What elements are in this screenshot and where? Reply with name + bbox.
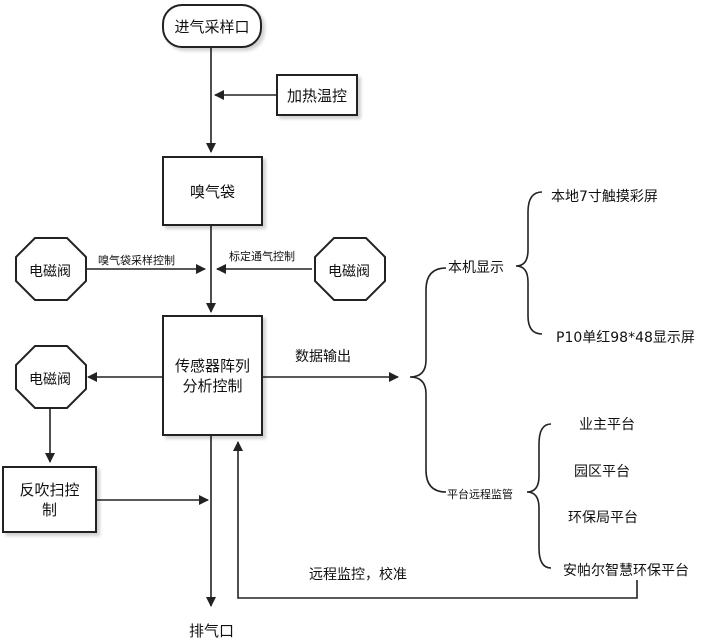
local-item-led-panel: P10单红98*48显示屏 xyxy=(556,330,695,346)
backflush-node: 反吹扫控 制 xyxy=(2,466,97,533)
edge-remote-feedback xyxy=(233,441,638,599)
edge-label-calibration-air: 标定通气控制 xyxy=(229,250,295,263)
remote-item-park: 园区平台 xyxy=(574,464,630,480)
sensor-array-node: 传感器阵列 分析控制 xyxy=(162,315,263,436)
backflush-label-line1: 反吹扫控 xyxy=(19,480,80,499)
edge-label-data-output: 数据输出 xyxy=(295,349,351,365)
remote-monitor-label: 平台远程监管 xyxy=(447,488,513,501)
intake-node: 进气采样口 xyxy=(162,4,262,48)
local-display-label: 本机显示 xyxy=(448,260,504,276)
valve-left-top-node xyxy=(15,237,87,301)
backflush-label-line2: 制 xyxy=(41,500,57,519)
brace-local xyxy=(515,191,543,335)
exhaust-label: 排气口 xyxy=(189,622,235,640)
remote-item-epb: 环保局平台 xyxy=(568,510,638,526)
valve-left-top-label: 电磁阀 xyxy=(29,264,71,280)
brace-output xyxy=(409,267,447,493)
valve-left-mid-node xyxy=(15,345,87,409)
odor-bag-label: 嗅气袋 xyxy=(189,182,235,201)
valve-right-top-node xyxy=(314,237,386,301)
heating-node: 加热温控 xyxy=(276,74,358,116)
local-item-touchscreen: 本地7寸触摸彩屏 xyxy=(551,189,658,205)
valve-right-top-label: 电磁阀 xyxy=(328,264,370,280)
valve-left-mid-label: 电磁阀 xyxy=(29,372,71,388)
edge-label-odor-bag-sampling: 嗅气袋采样控制 xyxy=(98,254,175,267)
remote-item-smart-platform: 安帕尔智慧环保平台 xyxy=(563,563,689,579)
edge-label-remote: 远程监控，校准 xyxy=(309,567,407,583)
sensor-label-line1: 传感器阵列 xyxy=(174,356,250,375)
remote-item-owner: 业主平台 xyxy=(579,417,635,433)
odor-bag-node: 嗅气袋 xyxy=(162,156,263,226)
brace-remote xyxy=(526,423,552,569)
sensor-label-line2: 分析控制 xyxy=(182,376,243,395)
heating-label: 加热温控 xyxy=(286,86,347,105)
intake-label: 进气采样口 xyxy=(174,17,250,36)
